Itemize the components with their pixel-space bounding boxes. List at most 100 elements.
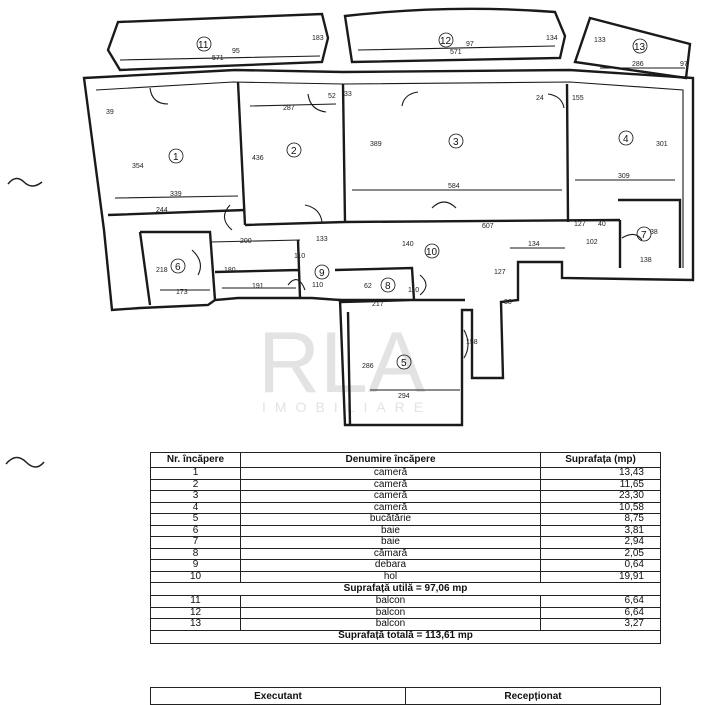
room-number-13: 13	[634, 42, 646, 53]
dim-label: 286	[632, 61, 644, 68]
room-no-cell: 10	[150, 570, 241, 583]
room-number-6: 6	[175, 262, 181, 273]
room-number-5: 5	[401, 358, 407, 369]
dim-label: 354	[132, 163, 144, 170]
grand-total-row: Suprafață totală = 113,61 mp	[150, 629, 661, 644]
dim-label: 301	[656, 141, 668, 148]
room-no-cell: 12	[150, 606, 241, 619]
header-room-no: Nr. încăpere	[150, 452, 241, 468]
dim-label: 127	[494, 269, 506, 276]
room-number-3: 3	[453, 137, 459, 148]
room-name-cell: cămară	[240, 547, 541, 560]
dim-label: 607	[482, 223, 494, 230]
dim-label: 173	[176, 289, 188, 296]
usable-total-row: Suprafață utilă = 97,06 mp	[150, 582, 661, 596]
dim-label: 571	[450, 49, 462, 56]
outer-wall	[82, 68, 695, 427]
dim-label: 138	[640, 257, 652, 264]
room-no-cell: 6	[150, 524, 241, 537]
room-number-10: 10	[426, 247, 438, 258]
room-no-cell: 4	[150, 501, 241, 514]
dim-label: 180	[224, 267, 236, 274]
room-number-8: 8	[385, 281, 391, 292]
dim-label: 134	[528, 241, 540, 248]
dim-label: 127	[574, 221, 586, 228]
room-name-cell: debara	[240, 559, 541, 572]
dim-label: 62	[364, 283, 372, 290]
dim-label: 286	[362, 363, 374, 370]
room-area-cell: 19,91	[540, 570, 661, 583]
room-numbers: 11 12 13 1 2 3 4 5 6 7 8 9 10	[168, 32, 652, 370]
dim-label: 110	[408, 287, 419, 294]
dim-label: 133	[594, 37, 606, 44]
dim-label: 95	[232, 48, 240, 55]
room-name-cell: hol	[240, 570, 541, 583]
dim-label: 97	[680, 61, 688, 68]
table-header-row: Nr. încăpere Denumire încăpere Suprafața…	[150, 452, 661, 468]
room-area-cell: 8,75	[540, 513, 661, 526]
room-no-cell: 8	[150, 547, 241, 560]
balcony-11-outline	[106, 12, 330, 72]
room-number-7: 7	[641, 230, 647, 241]
dim-label: 30	[504, 299, 512, 306]
door-arcs	[149, 87, 643, 359]
dim-label: 52	[328, 93, 336, 100]
balcony-12-outline	[343, 7, 567, 64]
room-area-cell: 3,27	[540, 618, 661, 631]
dimension-labels: 571 95 183 571 97 134 133 286 97 39 354 …	[106, 35, 688, 400]
dim-label: 287	[283, 105, 295, 112]
room-number-2: 2	[291, 146, 297, 157]
room-number-4: 4	[623, 134, 629, 145]
room-area-cell: 10,58	[540, 501, 661, 514]
dim-label: 39	[106, 109, 114, 116]
dim-label: 200	[240, 238, 252, 245]
room-area-cell: 13,43	[540, 467, 661, 480]
room-number-12: 12	[440, 36, 452, 47]
dim-label: 436	[252, 155, 264, 162]
dim-label: 584	[448, 183, 460, 190]
signature-table: Executant Recepționat	[150, 687, 661, 705]
dim-label: 339	[170, 191, 182, 198]
room-area-cell: 6,64	[540, 606, 661, 619]
room-area-cell: 0,64	[540, 559, 661, 572]
usable-total: Suprafață utilă = 97,06 mp	[150, 582, 661, 596]
room-name-cell: balcon	[240, 618, 541, 631]
dim-label: 183	[312, 35, 324, 42]
dimension-lines	[114, 45, 685, 391]
dim-label: 38	[650, 229, 658, 236]
dim-label: 309	[618, 173, 630, 180]
room-number-11: 11	[198, 40, 209, 51]
room-area-cell: 23,30	[540, 490, 661, 503]
watermark-subtitle: IMOBILIARE	[262, 399, 432, 415]
room-name-cell: baie	[240, 524, 541, 537]
room-area-cell: 2,05	[540, 547, 661, 560]
dim-label: 134	[546, 35, 558, 42]
dim-label: 133	[316, 236, 328, 243]
room-no-cell: 3	[150, 490, 241, 503]
room-number-9: 9	[319, 268, 325, 279]
grand-total: Suprafață totală = 113,61 mp	[150, 629, 661, 644]
room-area-cell: 2,94	[540, 536, 661, 549]
dim-label: 140	[402, 241, 414, 248]
room-no-cell: 1	[150, 467, 241, 480]
room-name-cell: cameră	[240, 467, 541, 480]
dim-label: 571	[212, 55, 224, 62]
margin-mark	[7, 177, 43, 187]
floor-plan: RLA IMOBILIARE 571 95 183 571 97 134 133…	[82, 7, 695, 427]
dim-label: 33	[344, 91, 352, 98]
room-no-cell: 2	[150, 478, 241, 491]
room-no-cell: 13	[150, 618, 241, 631]
room-name-cell: bucătărie	[240, 513, 541, 526]
receptionat-label: Recepționat	[405, 687, 661, 705]
